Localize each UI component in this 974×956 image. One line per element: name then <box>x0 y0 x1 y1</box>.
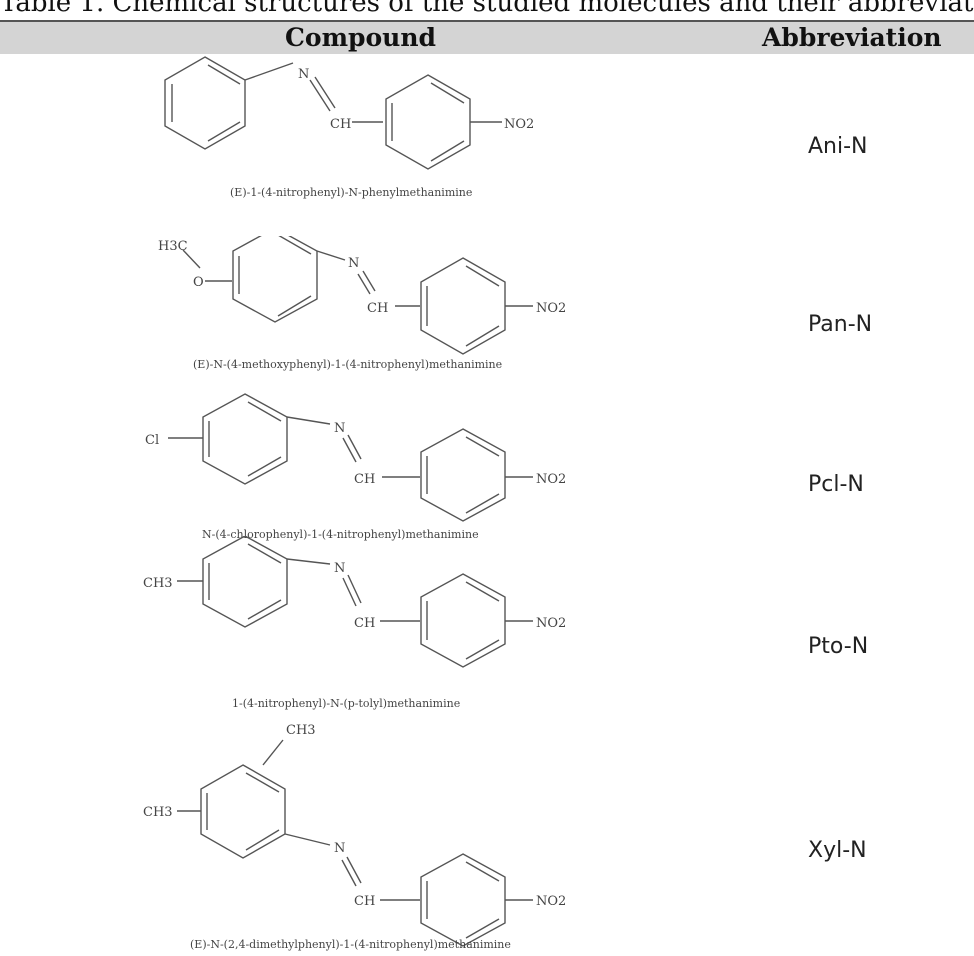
label-cl: Cl <box>145 433 159 448</box>
abbreviation-cell: Xyl-N <box>808 838 867 863</box>
label-n: N <box>334 561 345 576</box>
header-compound: Compound <box>285 23 437 52</box>
label-n: N <box>348 256 359 271</box>
label-h3c: H3C <box>158 239 188 254</box>
label-ch: CH <box>354 616 375 631</box>
compound-name: (E)-N-(2,4-dimethylphenyl)-1-(4-nitrophe… <box>190 938 511 951</box>
header-abbreviation: Abbreviation <box>762 23 942 52</box>
label-no2: NO2 <box>536 301 566 316</box>
abbreviation-cell: Pan-N <box>808 312 873 337</box>
abbreviation-cell: Pto-N <box>808 634 869 659</box>
structure-ani-n: N CH NO2 <box>164 56 534 170</box>
compound-name: N-(4-chlorophenyl)-1-(4-nitrophenyl)meth… <box>202 528 479 541</box>
label-n: N <box>334 841 345 856</box>
compound-name: 1-(4-nitrophenyl)-N-(p-tolyl)methanimine <box>232 697 461 710</box>
label-no2: NO2 <box>504 117 534 132</box>
label-ch3: CH3 <box>143 576 173 591</box>
label-no2: NO2 <box>536 472 566 487</box>
label-ch: CH <box>330 117 351 132</box>
table-row: CH3 N CH NO2 1-(4-nitrophenyl)-N-(p-toly… <box>0 536 974 712</box>
structure-pto-n: CH3 N CH NO2 <box>143 536 566 668</box>
label-ch3-top: CH3 <box>286 723 316 738</box>
label-no2: NO2 <box>536 616 566 631</box>
label-n: N <box>334 421 345 436</box>
label-n: N <box>298 67 309 82</box>
label-ch: CH <box>354 472 375 487</box>
abbreviation-cell: Ani-N <box>808 134 868 159</box>
structure-pan-n: H3C O N CH NO2 <box>158 236 566 355</box>
abbreviation-cell: Pcl-N <box>808 472 864 497</box>
table-row: Cl N CH NO2 N-(4-chlorophenyl)-1-(4-nitr… <box>0 386 974 541</box>
label-no2: NO2 <box>536 894 566 909</box>
table-row: N CH NO2 (E)-1-(4-nitrophenyl)-N-phenylm… <box>0 56 974 236</box>
structure-pcl-n: Cl N CH NO2 <box>145 393 566 522</box>
table-header-band <box>0 20 974 54</box>
label-ch: CH <box>354 894 375 909</box>
label-ch: CH <box>367 301 388 316</box>
compound-name: (E)-N-(4-methoxyphenyl)-1-(4-nitrophenyl… <box>193 358 503 371</box>
structure-xyl-n: CH3 CH3 N CH NO2 <box>143 723 566 947</box>
table-row: H3C O N CH NO2 (E)-N-(4-methoxyphenyl)-1… <box>0 236 974 386</box>
compound-name: (E)-1-(4-nitrophenyl)-N-phenylmethanimin… <box>230 186 473 199</box>
label-ch3-left: CH3 <box>143 805 173 820</box>
label-o: O <box>193 275 204 290</box>
table-caption: Table 1. Chemical structures of the stud… <box>0 0 974 18</box>
table-row: CH3 CH3 N CH NO2 (E)-N-(2,4-dimethylphen… <box>0 712 974 956</box>
